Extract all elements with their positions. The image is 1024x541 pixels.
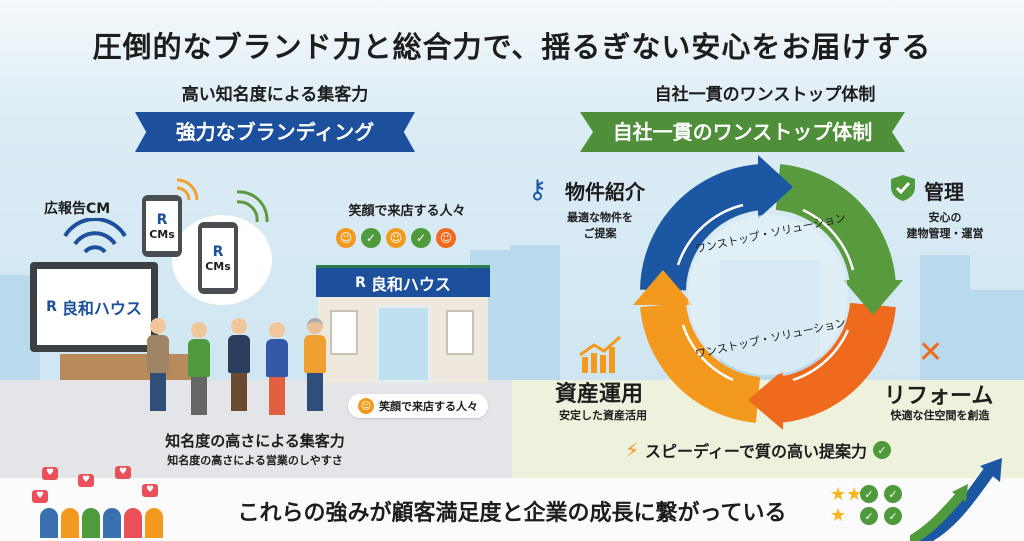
signal-icon bbox=[176, 178, 269, 223]
tv-brand-name: 良和ハウス bbox=[61, 299, 142, 318]
visitors-label: 笑顔で来店する人々 bbox=[348, 204, 466, 219]
feature-desc-property: 最適な物件をご提案 bbox=[567, 211, 633, 240]
building bbox=[510, 245, 560, 380]
proposal-text: スピーディーで質の高い提案力 bbox=[645, 442, 867, 461]
smile-icon: ☺ bbox=[336, 228, 356, 248]
smile-icon: ☺ bbox=[386, 228, 406, 248]
right-subtitle: 自社一貫のワンストップ体制 bbox=[654, 85, 876, 105]
phone-label: CMs bbox=[205, 259, 231, 273]
visitors-bubble: ☺笑顔で来店する人々 bbox=[348, 394, 488, 418]
feature-desc-management: 安心の建物管理・運営 bbox=[906, 211, 984, 240]
building bbox=[970, 290, 1024, 380]
person bbox=[302, 318, 328, 411]
feature-title-reform: リフォーム bbox=[884, 384, 994, 409]
bottom-message: これらの強みが顧客満足度と企業の成長に繋がっている bbox=[237, 501, 787, 526]
tools-icon: ✕ bbox=[918, 335, 944, 370]
cycle-arrow-blue bbox=[640, 164, 765, 292]
heart-icon: ♥ bbox=[42, 467, 58, 480]
check-icon: ✓ bbox=[411, 228, 431, 248]
growth-chart-icon bbox=[579, 335, 621, 373]
bottom-band bbox=[0, 478, 1024, 541]
shield-check-icon bbox=[891, 175, 915, 201]
growth-arrow-icon bbox=[910, 458, 1002, 541]
smile-icon: ☺ bbox=[436, 228, 456, 248]
smile-icon: ☺ bbox=[358, 398, 374, 414]
heart-icon: ♥ bbox=[115, 466, 131, 479]
person bbox=[264, 322, 290, 415]
tv-stand bbox=[60, 354, 200, 380]
feature-desc-asset: 安定した資産活用 bbox=[559, 409, 647, 422]
store-sign: R 良和ハウス bbox=[316, 265, 490, 297]
feature-title-management: 管理 bbox=[924, 180, 964, 204]
left-subtitle: 高い知名度による集客力 bbox=[181, 85, 369, 105]
tablet-label: CMs bbox=[149, 227, 175, 241]
building bbox=[920, 255, 970, 380]
check-icon: ✓ bbox=[872, 441, 891, 459]
cycle-arrow-orange bbox=[640, 302, 761, 423]
left-caption: 知名度の高さによる集客力 bbox=[165, 432, 345, 450]
check-icon: ✓ bbox=[361, 228, 381, 248]
feature-title-property: 物件紹介 bbox=[565, 180, 645, 204]
proposal-line: ⚡ スピーディーで質の高い提案力 ✓ bbox=[625, 438, 891, 462]
tv-screen: R 良和ハウス bbox=[30, 262, 158, 352]
heart-icon: ♥ bbox=[78, 474, 94, 487]
one-stop-cycle-diagram bbox=[633, 155, 903, 430]
cycle-arrow-red-orange bbox=[775, 302, 896, 423]
person bbox=[226, 318, 252, 411]
person bbox=[186, 322, 212, 415]
cycle-arrow-green bbox=[775, 164, 896, 288]
check-icons: ✓✓✓✓ bbox=[860, 485, 904, 525]
branding-banner: 強力なブランディング bbox=[135, 112, 415, 152]
reaction-icons: ☺✓☺✓☺ bbox=[336, 228, 461, 248]
broadcast-icon bbox=[63, 218, 127, 254]
ad-cm-label: 広報告CM bbox=[44, 201, 111, 217]
feature-title-asset: 資産運用 bbox=[555, 382, 644, 407]
one-stop-banner: 自社一貫のワンストップ体制 bbox=[580, 112, 905, 152]
lightning-icon: ⚡ bbox=[625, 438, 640, 462]
customer-group bbox=[40, 508, 163, 538]
brand-logo-icon: R bbox=[46, 299, 62, 315]
person bbox=[145, 318, 171, 411]
heart-icon: ♥ bbox=[142, 484, 158, 497]
feature-desc-reform: 快適な住空間を創造 bbox=[890, 409, 990, 422]
star-icons: ★★★ bbox=[830, 484, 863, 526]
page-title: 圧倒的なブランド力と総合力で、揺るぎない安心をお届けする bbox=[92, 30, 932, 64]
key-icon: ⚷ bbox=[528, 175, 548, 205]
heart-icon: ♥ bbox=[32, 490, 48, 503]
left-caption-sub: 知名度の高さによる営業のしやすさ bbox=[167, 454, 343, 467]
store-brand-name: 良和ハウス bbox=[370, 274, 451, 294]
